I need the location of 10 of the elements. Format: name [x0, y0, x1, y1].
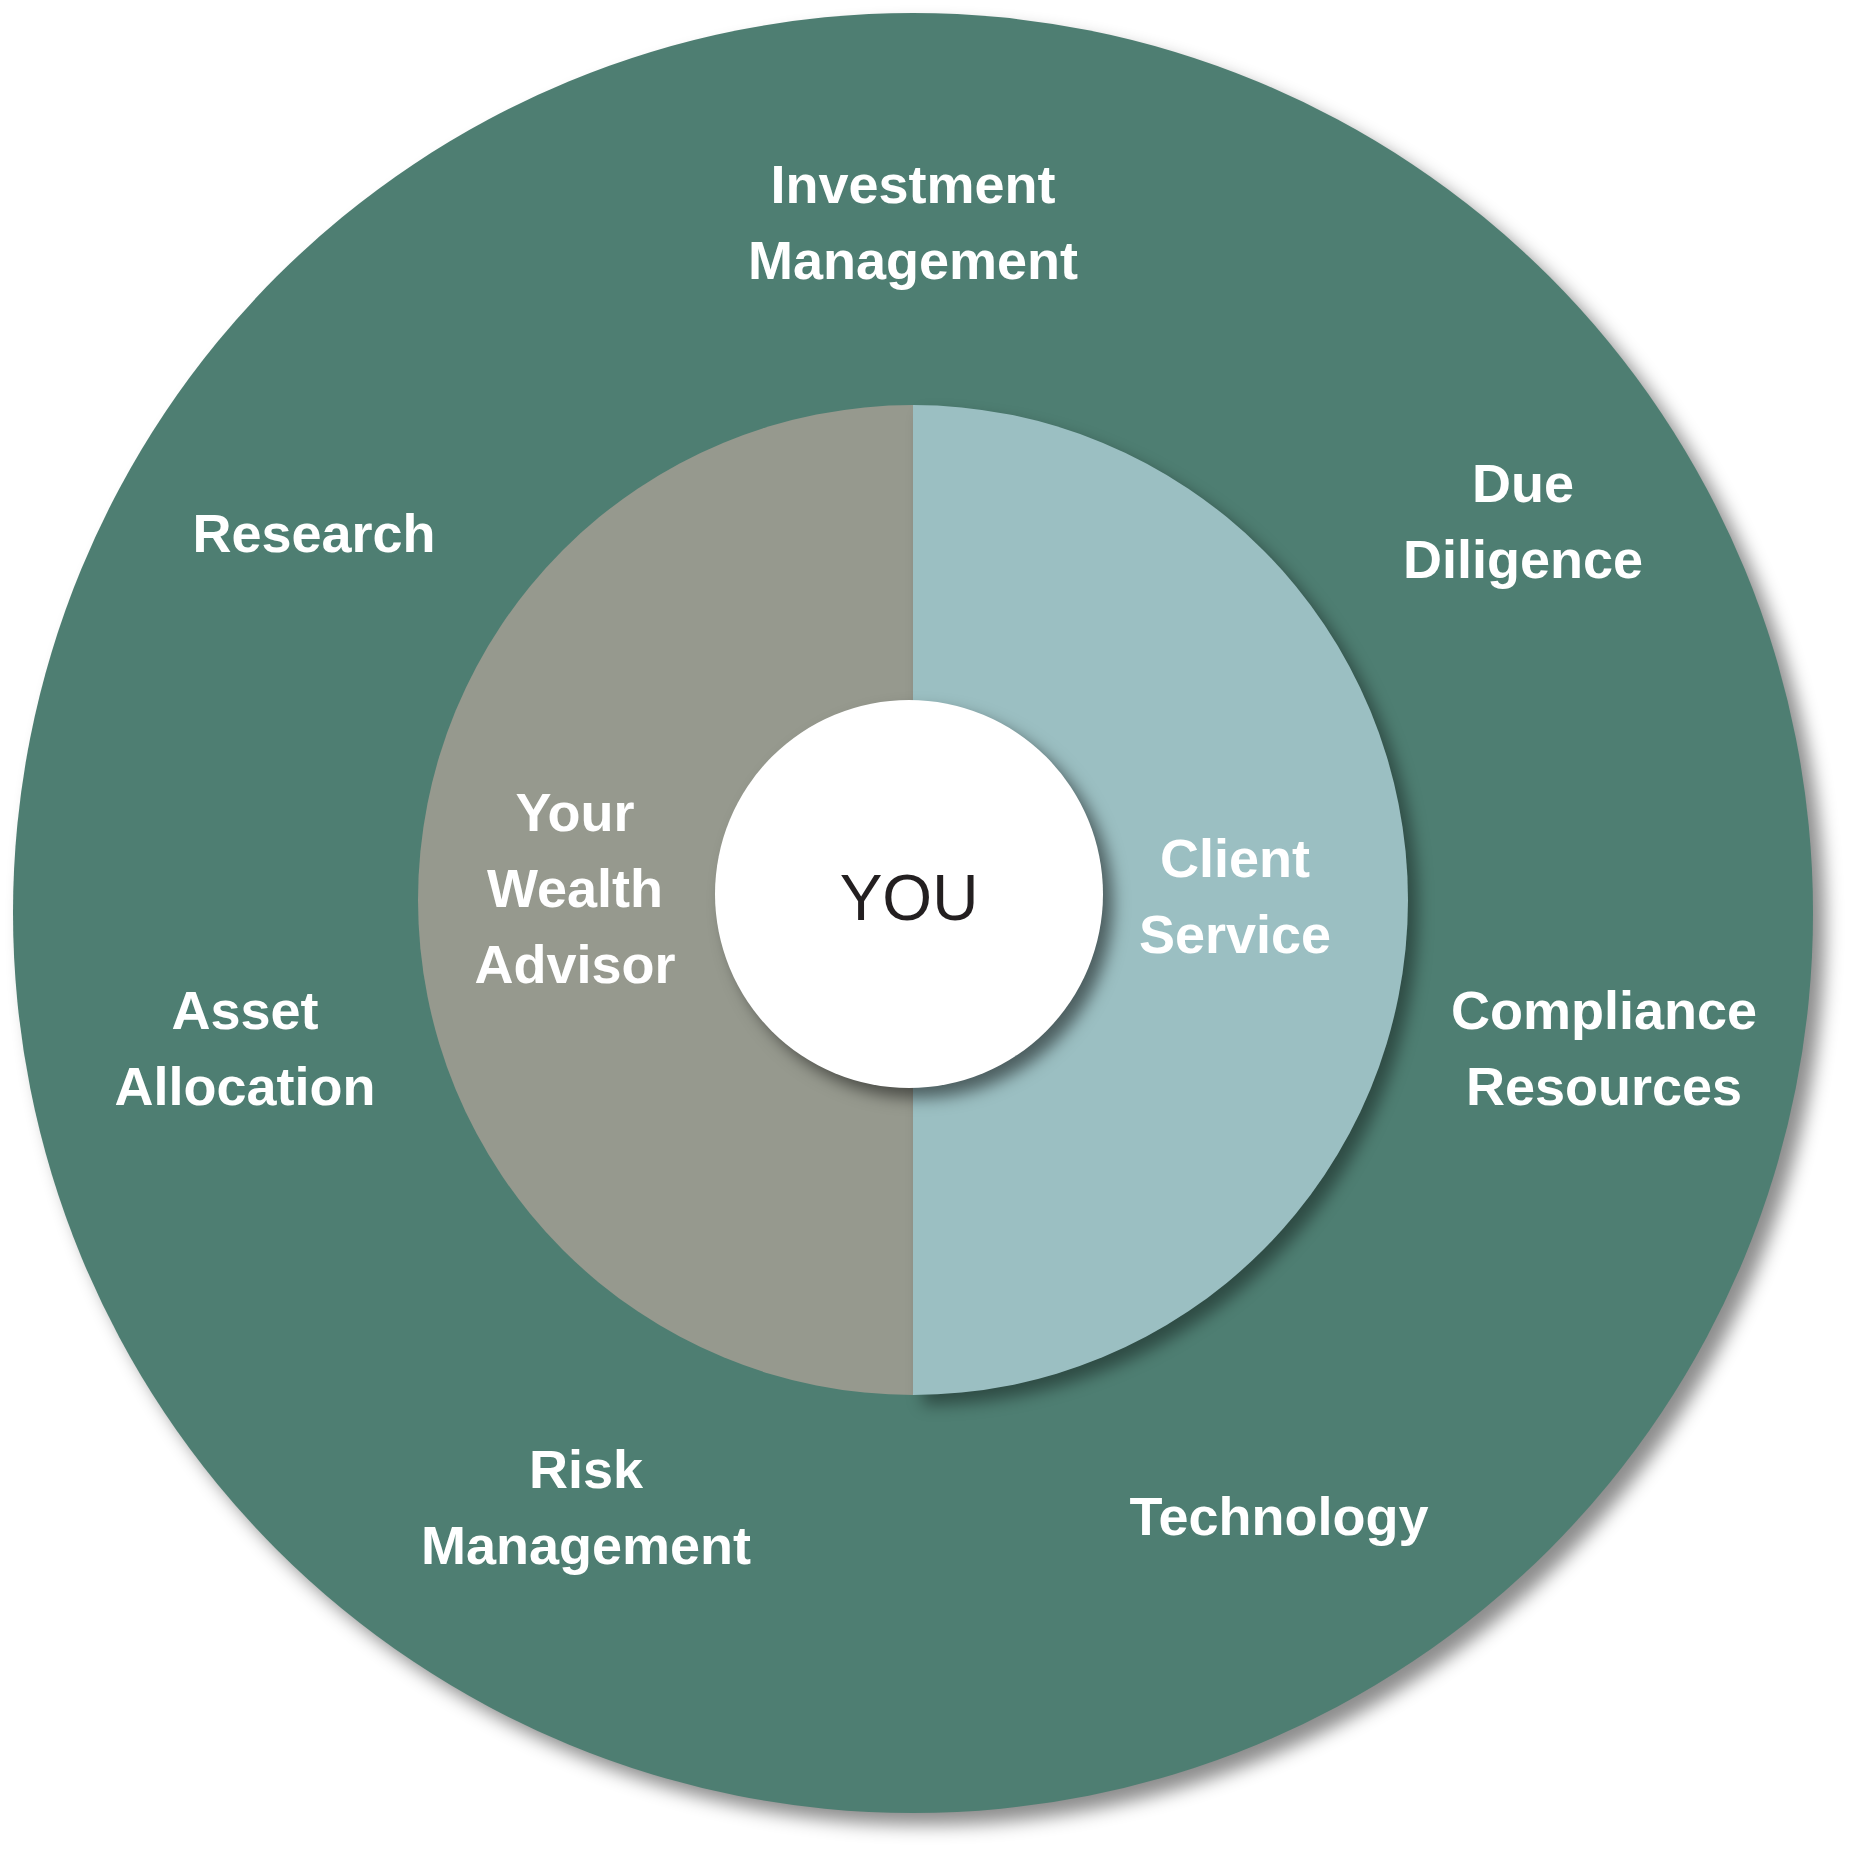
ring-label: Your Wealth Advisor — [473, 781, 677, 996]
ring-label: Compliance Resources — [1449, 979, 1759, 1118]
ring-label: Technology — [1129, 1485, 1429, 1548]
ring-label: YOU — [839, 861, 979, 936]
ring-label: Asset Allocation — [113, 979, 377, 1118]
ring-label: Risk Management — [419, 1438, 753, 1577]
ring-label: Client Service — [1137, 827, 1333, 966]
ring-label: Investment Management — [746, 153, 1080, 292]
ring-label: Research — [192, 502, 436, 565]
ring-label: Due Diligence — [1401, 452, 1645, 591]
